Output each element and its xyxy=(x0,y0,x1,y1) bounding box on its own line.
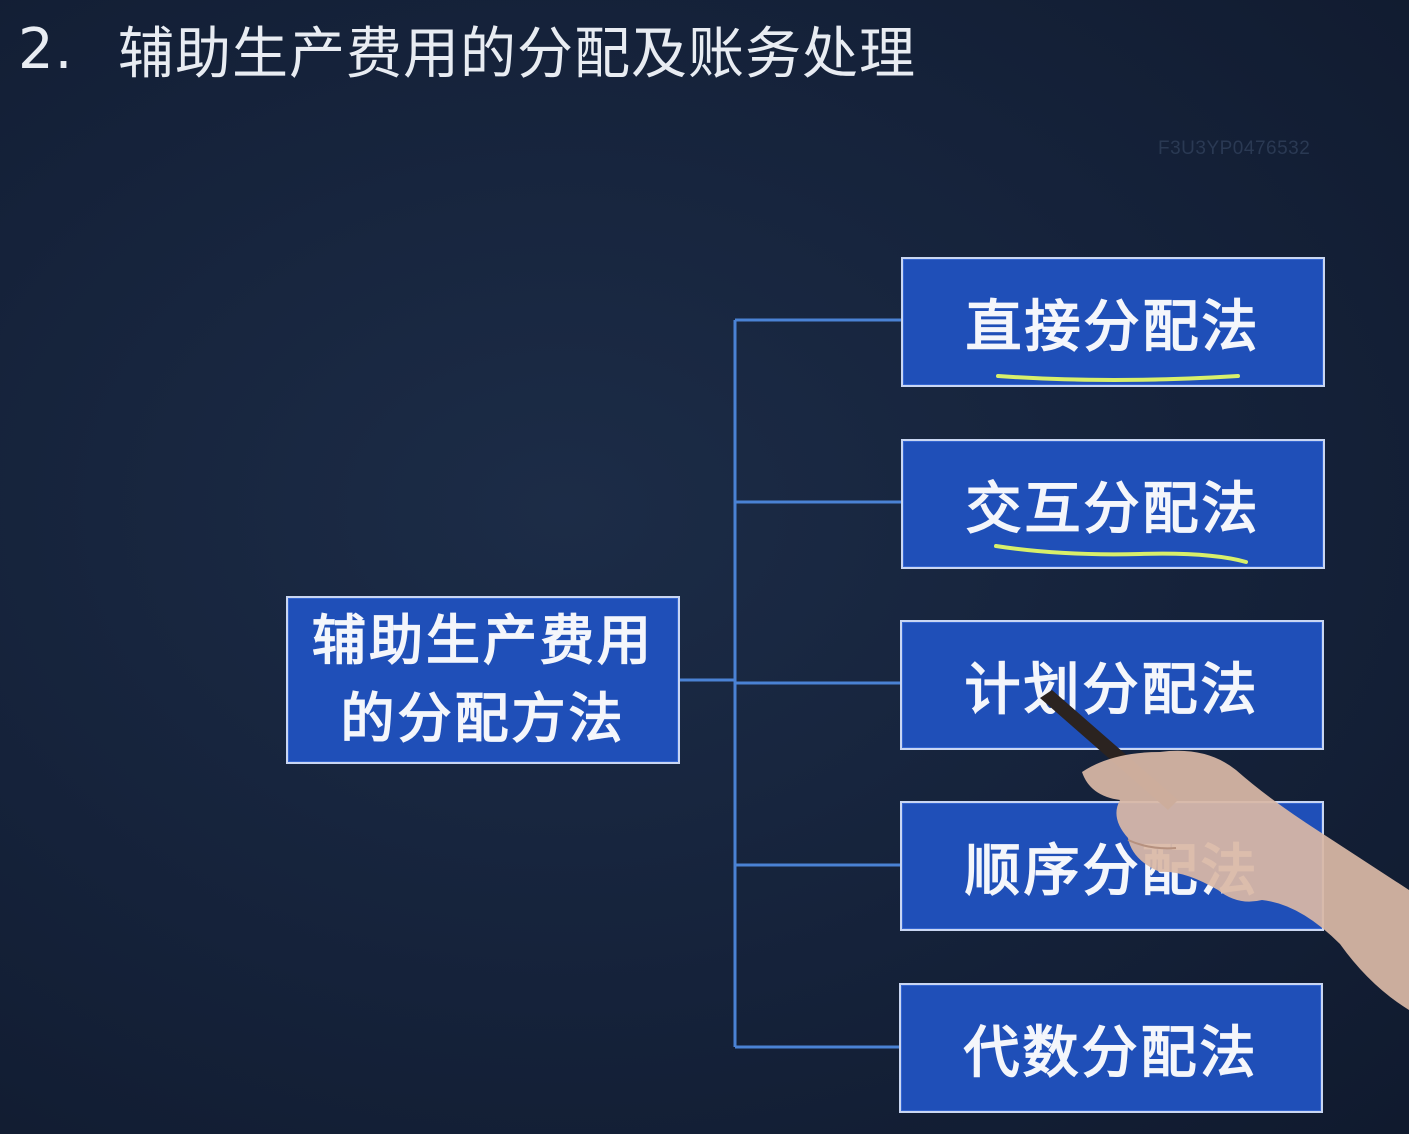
method-label: 直接分配法 xyxy=(965,294,1261,360)
hand-crease xyxy=(1127,839,1177,850)
root-label-line1: 辅助生产费用 xyxy=(312,609,654,672)
underline-mark-direct xyxy=(996,374,1240,382)
method-node-algebraic: 代数分配法 xyxy=(899,983,1323,1113)
method-node-reciprocal: 交互分配法 xyxy=(901,439,1325,569)
watermark-code: F3U3YP0476532 xyxy=(1158,138,1311,159)
method-label: 代数分配法 xyxy=(963,1020,1259,1086)
pointing-hand xyxy=(1082,750,1409,1010)
method-label: 计划分配法 xyxy=(964,657,1260,723)
method-label: 交互分配法 xyxy=(965,476,1261,542)
title-number: 2. xyxy=(18,16,74,82)
slide-title: 2. 辅助生产费用的分配及账务处理 xyxy=(18,14,916,87)
title-text: 辅助生产费用的分配及账务处理 xyxy=(118,21,916,87)
method-node-planned: 计划分配法 xyxy=(900,620,1324,750)
underline-mark-reciprocal xyxy=(994,544,1248,564)
root-label-line2: 的分配方法 xyxy=(340,687,626,750)
method-node-direct: 直接分配法 xyxy=(901,257,1325,387)
root-node-allocation-methods: 辅助生产费用 的分配方法 xyxy=(286,596,680,764)
